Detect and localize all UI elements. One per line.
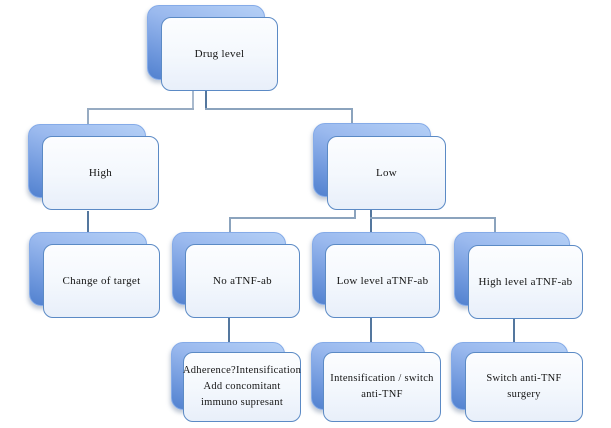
connector-low-to-low-level-vertical (370, 210, 372, 232)
node-label-card: Drug level (161, 17, 278, 91)
node-label-line: surgery (507, 389, 541, 400)
node-label-line: Adherence?Intensification (182, 364, 302, 376)
node-label-line: Switch anti-TNF (486, 372, 562, 384)
connector-drug-level-to-low-horizontal (205, 108, 353, 110)
node-label-line: High level aTNF-ab (478, 275, 573, 288)
connector-drug-level-to-low-stub (205, 91, 207, 109)
connector-low-to-no-atnf-stub (354, 210, 356, 219)
connector-low-to-no-atnf-horizontal (229, 217, 356, 219)
node-label-line: Drug level (194, 47, 245, 60)
node-label-line: Intensification / switch (330, 372, 434, 384)
node-label-line: High (88, 166, 113, 179)
node-label-card: High (42, 136, 159, 210)
node-label-card: No aTNF-ab (185, 244, 300, 318)
connector-low-to-high-level-drop (494, 217, 496, 232)
node-label-line: Add concomitant (203, 380, 281, 392)
node-label-card: Switch anti-TNF surgery (465, 352, 583, 422)
connector-drug-level-to-high-horizontal (87, 108, 194, 110)
node-label-line: anti-TNF (361, 389, 403, 400)
node-label-card: Change of target (43, 244, 160, 318)
connector-low-level-to-intensification (370, 318, 372, 342)
node-label-card: Low (327, 136, 446, 210)
node-label-card: Low level aTNF-ab (325, 244, 440, 318)
node-label-line: Change of target (62, 274, 141, 287)
connector-high-to-change-of-target (87, 211, 89, 232)
node-label-line: Low (375, 166, 398, 179)
node-label-line: Low level aTNF-ab (336, 274, 429, 287)
node-label-card: Intensification / switch anti-TNF (323, 352, 441, 422)
connector-low-to-no-atnf-drop (229, 217, 231, 232)
connector-high-level-to-switch-surgery (513, 318, 515, 342)
node-label-line: immuno supresant (200, 397, 284, 409)
connector-drug-level-to-high-drop (87, 108, 89, 125)
connector-no-atnf-to-adherence (228, 318, 230, 342)
node-label-card: High level aTNF-ab (468, 245, 583, 319)
connector-drug-level-to-low-drop (351, 108, 353, 124)
connector-low-to-high-level-horizontal (370, 217, 496, 219)
node-label-line: No aTNF-ab (213, 274, 272, 287)
connector-drug-level-to-high-stub (192, 91, 194, 109)
